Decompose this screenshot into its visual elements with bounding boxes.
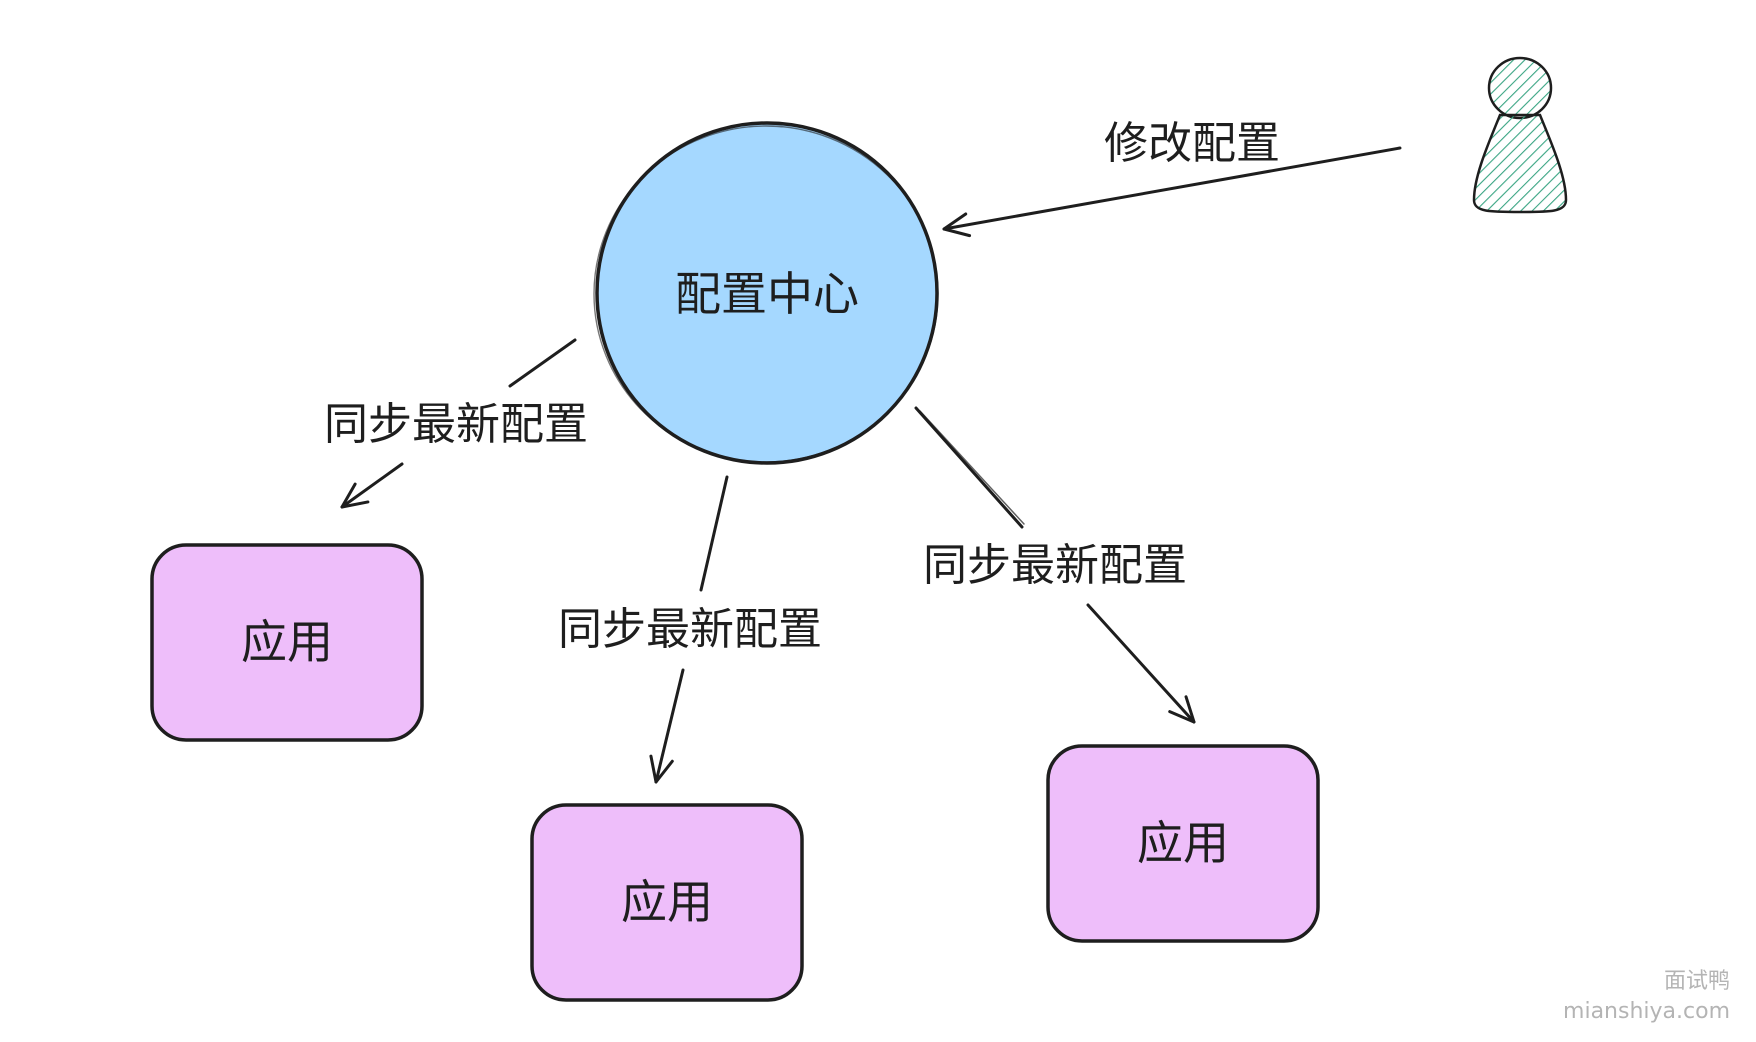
person-head <box>1487 56 1553 120</box>
edge-sync-middle-line-upper <box>699 475 729 592</box>
edge-sync-right-label: 同步最新配置 <box>923 540 1187 591</box>
app-node-right[interactable]: 应用 <box>1046 744 1320 943</box>
edge-sync-right-line-upper-sketch <box>919 410 1025 525</box>
edge-sync-middle[interactable]: 同步最新配置 <box>558 475 822 784</box>
edge-sync-right-line-lower <box>1086 603 1196 724</box>
edge-sync-left-label: 同步最新配置 <box>324 399 588 450</box>
person-icon[interactable] <box>1472 56 1568 214</box>
edge-sync-right[interactable]: 同步最新配置 <box>914 406 1196 724</box>
edge-sync-left-line-upper <box>508 338 577 388</box>
config-center-circle-sketch <box>593 125 939 463</box>
edge-sync-middle-label: 同步最新配置 <box>558 604 822 655</box>
edge-sync-right-line-upper <box>914 406 1024 529</box>
edge-modify-config[interactable]: 修改配置 <box>942 118 1402 238</box>
edge-modify-line <box>942 146 1402 238</box>
app-node-middle[interactable]: 应用 <box>530 803 804 1002</box>
watermark-brand: 面试鸭 <box>1664 969 1730 994</box>
config-center-node[interactable]: 配置中心 <box>593 121 939 465</box>
config-center-circle <box>595 121 939 465</box>
watermark: 面试鸭 mianshiya.com <box>1563 969 1730 1024</box>
app-box <box>530 803 804 1002</box>
app-node-left[interactable]: 应用 <box>150 543 424 742</box>
person-body <box>1472 113 1568 214</box>
app-box <box>150 543 424 742</box>
edge-sync-left[interactable]: 同步最新配置 <box>324 338 588 509</box>
app-box <box>1046 744 1320 943</box>
app-label: 应用 <box>1137 816 1229 870</box>
app-label: 应用 <box>241 615 333 669</box>
edge-sync-middle-line-lower <box>649 668 685 784</box>
edge-modify-label: 修改配置 <box>1104 118 1280 169</box>
edge-sync-left-line-lower <box>340 462 404 509</box>
config-center-label: 配置中心 <box>675 267 859 321</box>
watermark-url: mianshiya.com <box>1563 999 1730 1024</box>
app-label: 应用 <box>621 875 713 929</box>
